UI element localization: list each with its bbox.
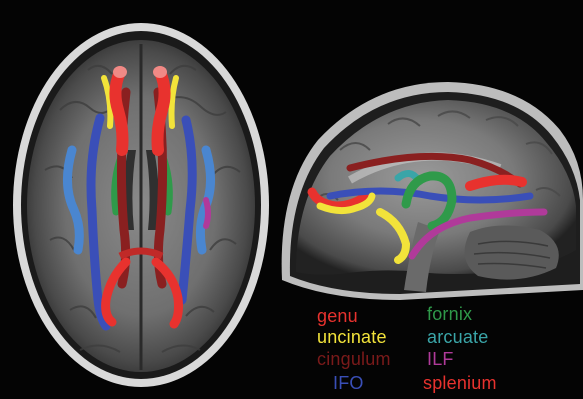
- axial-genu-cap-right: [153, 66, 167, 78]
- legend-genu: genu: [317, 306, 358, 326]
- legend-splenium: splenium: [423, 373, 497, 393]
- legend-cingulum: cingulum: [317, 349, 391, 369]
- legend-arcuate: arcuate: [427, 327, 488, 347]
- legend-ilf: ILF: [427, 349, 454, 369]
- axial-genu-cap-left: [113, 66, 127, 78]
- axial-tract-genu-left: [115, 72, 122, 150]
- axial-tract-ilf-right: [206, 200, 208, 226]
- legend-uncinate: uncinate: [317, 327, 387, 347]
- axial-tract-genu-right: [158, 72, 165, 150]
- axial-brain-slice: [13, 23, 269, 387]
- sagittal-tract-splenium: [470, 180, 522, 186]
- legend-fornix: fornix: [427, 304, 472, 324]
- sagittal-brain-slice: [282, 82, 583, 300]
- legend-ifo: IFO: [333, 373, 364, 393]
